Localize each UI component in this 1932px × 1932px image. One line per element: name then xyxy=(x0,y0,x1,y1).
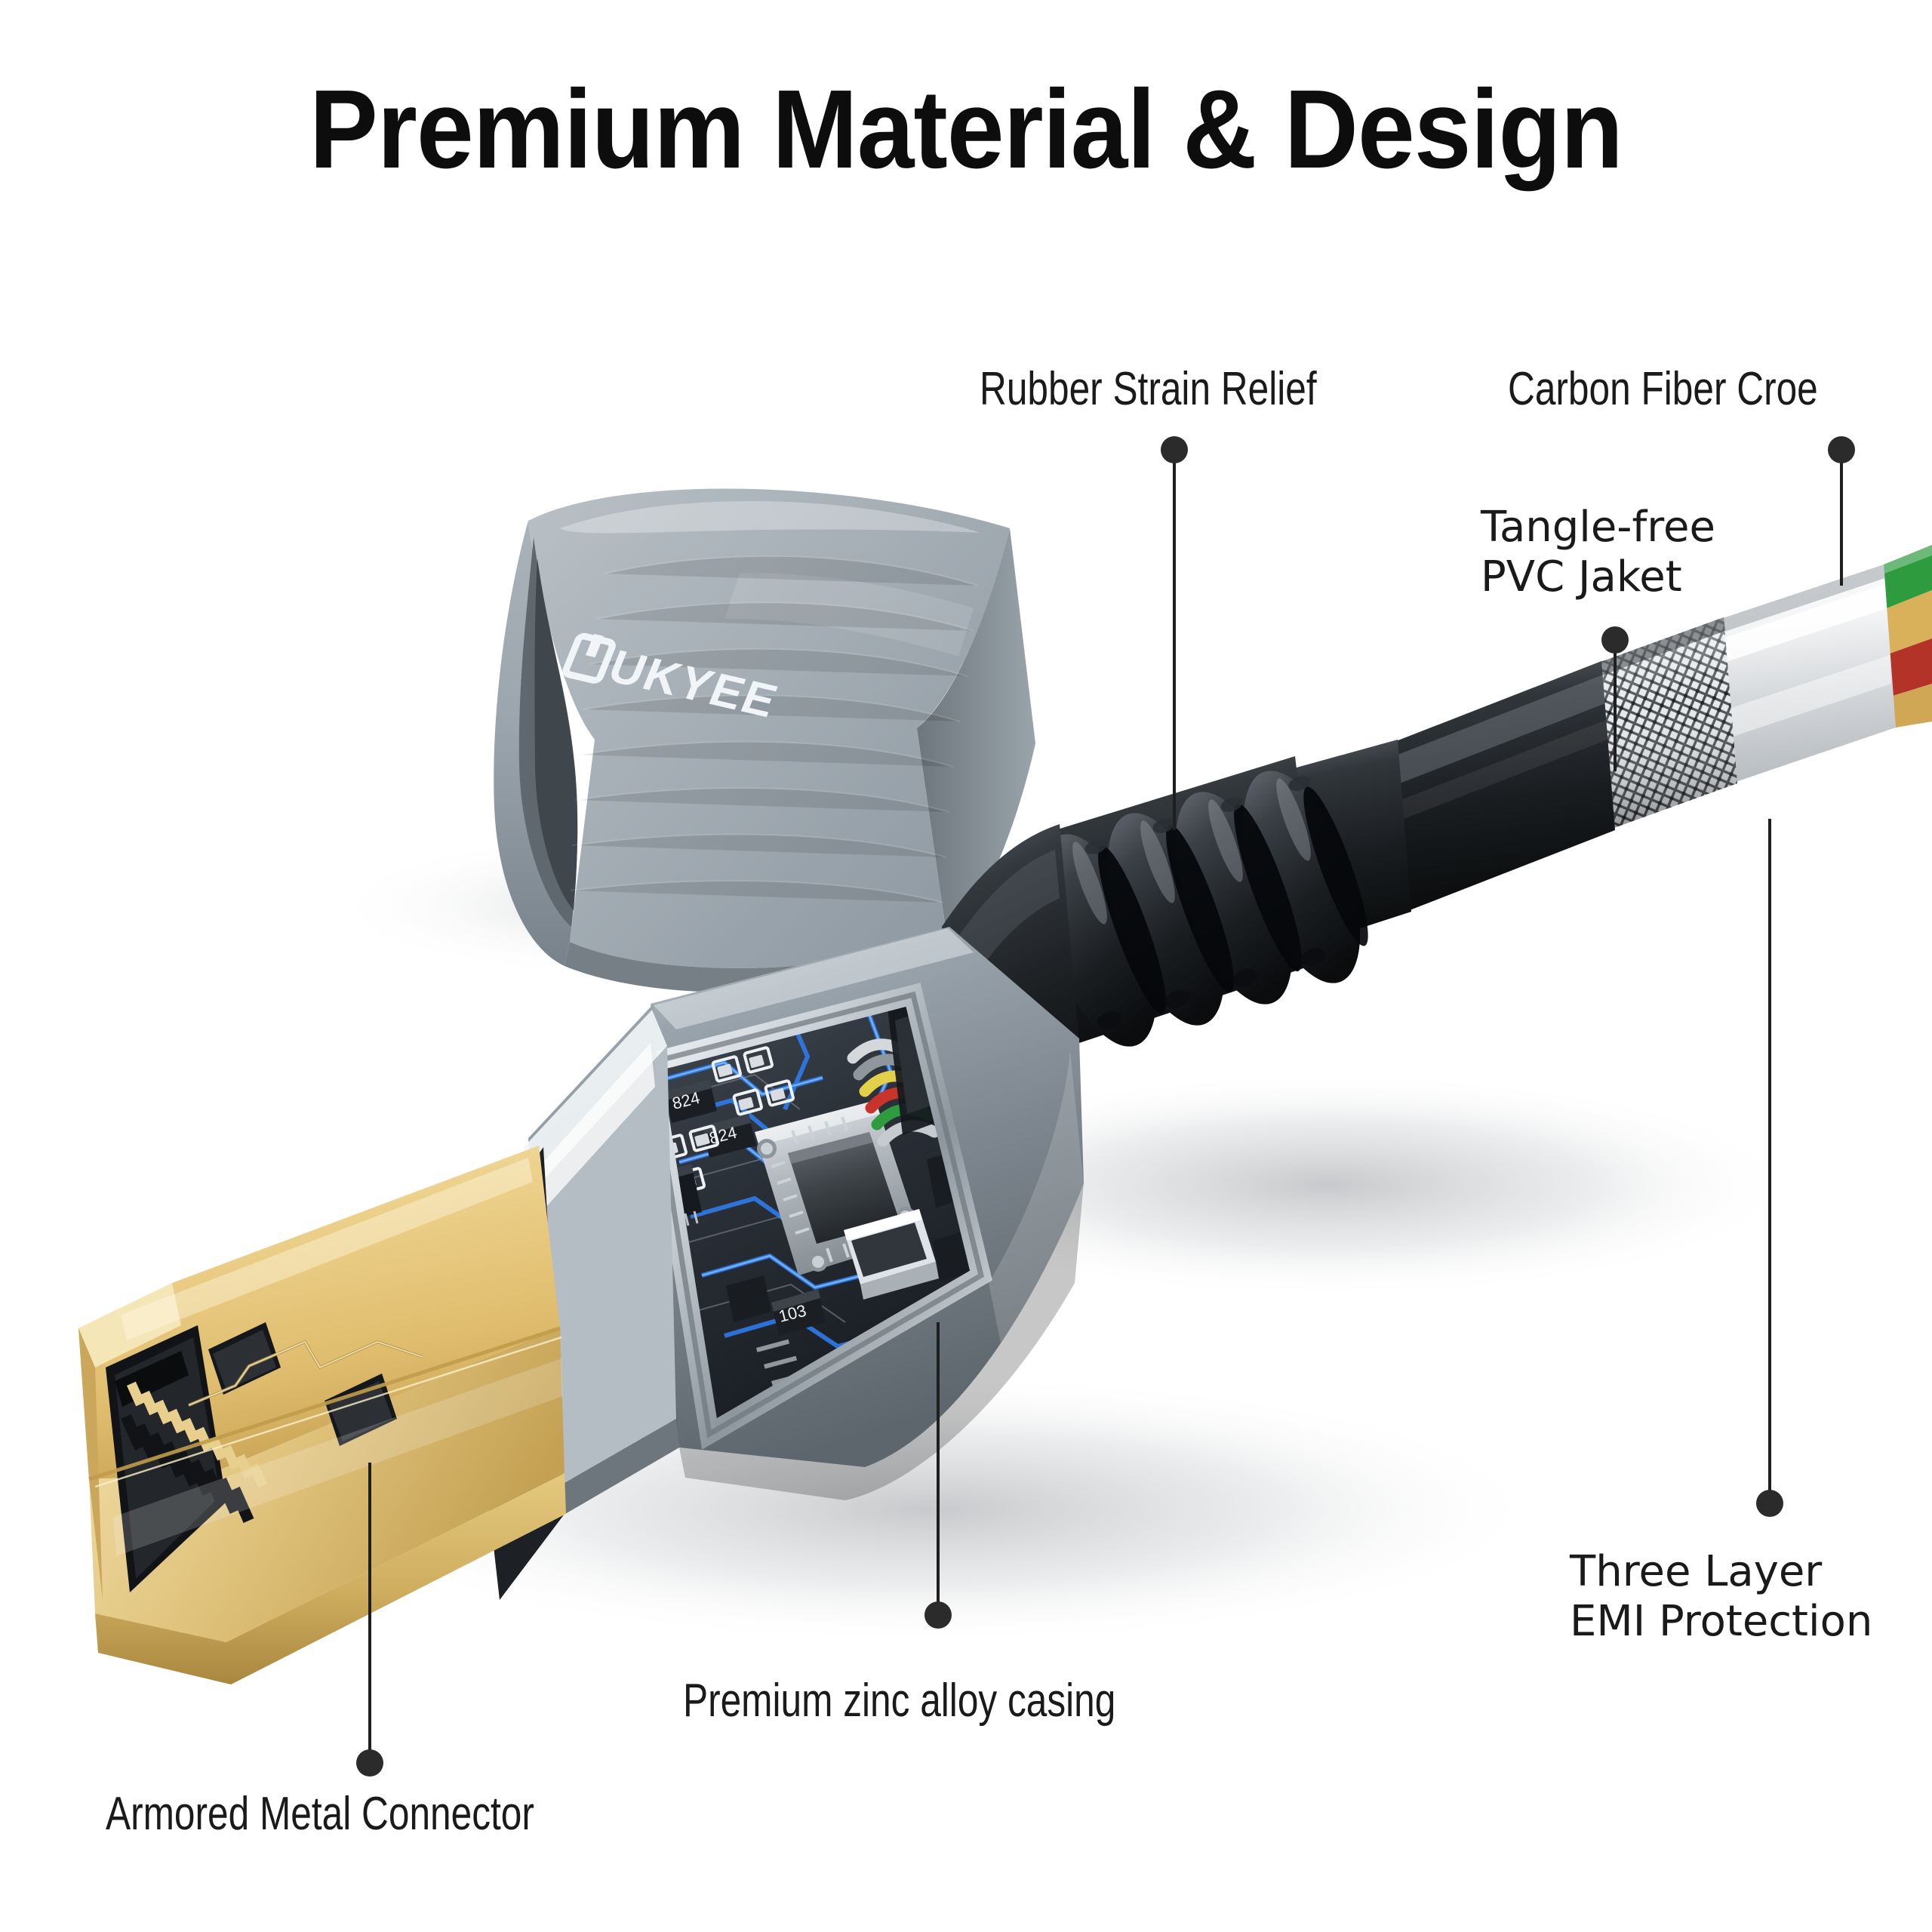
leader-line-emi-protection xyxy=(1768,819,1771,1491)
callout-label-emi-protection: Three Layer EMI Protection xyxy=(1570,1547,1873,1647)
hdmi-connector xyxy=(78,1146,566,1684)
smd-capacitor-824-a: 824 xyxy=(664,1079,717,1123)
chrome-collar xyxy=(524,1004,679,1517)
leader-line-zinc-alloy-casing xyxy=(937,1322,940,1603)
leader-dot-pvc-jacket xyxy=(1601,626,1629,654)
leader-dot-emi-protection xyxy=(1756,1490,1783,1517)
braid-shield-layer xyxy=(1598,617,1737,829)
leader-dot-rubber-strain-relief xyxy=(1161,436,1188,463)
smd-resistor-103: 103 xyxy=(771,1289,826,1336)
callout-label-armored-metal-connector: Armored Metal Connector xyxy=(106,1788,534,1840)
white-connector-block xyxy=(844,1209,939,1300)
zinc-alloy-casing: 824 824 xyxy=(639,927,1084,1500)
leader-dot-armored-metal-connector xyxy=(356,1749,383,1777)
callout-label-pvc-jacket: Tangle-free PVC Jaket xyxy=(1481,503,1715,602)
metal-cap: UKYEE xyxy=(494,488,1035,993)
leader-line-armored-metal-connector xyxy=(368,1463,371,1751)
page-title: Premium Material & Design xyxy=(309,67,1623,192)
leader-line-pvc-jacket xyxy=(1614,640,1617,771)
callout-label-rubber-strain-relief: Rubber Strain Relief xyxy=(980,363,1317,415)
pvc-jacket xyxy=(1396,661,1615,910)
callout-label-carbon-fiber-core: Carbon Fiber Croe xyxy=(1508,363,1818,415)
rubber-strain-relief xyxy=(1039,756,1368,1047)
leader-dot-carbon-fiber-core xyxy=(1828,436,1855,463)
cable-inner-cores xyxy=(1884,545,1932,728)
leader-line-carbon-fiber-core xyxy=(1840,450,1843,586)
leader-dot-zinc-alloy-casing xyxy=(924,1601,952,1629)
callout-label-zinc-alloy-casing: Premium zinc alloy casing xyxy=(683,1675,1116,1727)
leader-line-rubber-strain-relief xyxy=(1173,450,1176,830)
foil-shield-layer xyxy=(1721,565,1896,782)
